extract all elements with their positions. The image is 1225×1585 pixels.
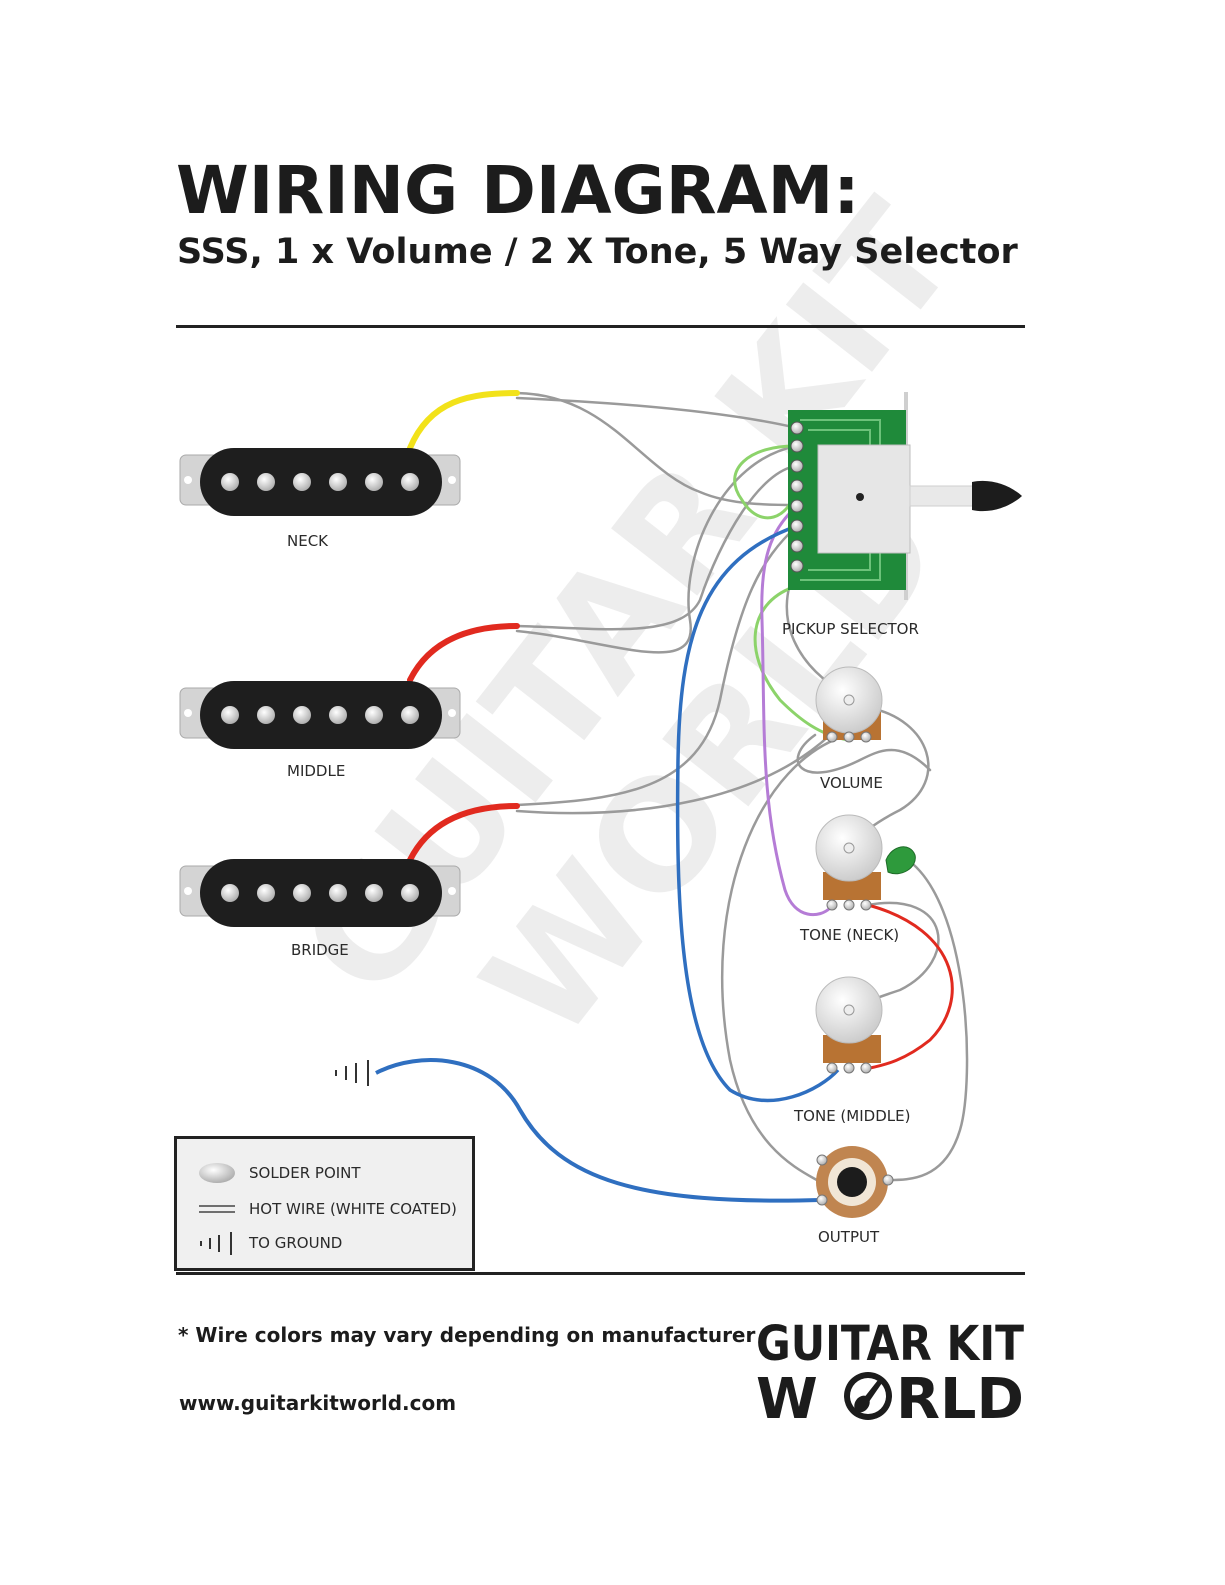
bridge-label: BRIDGE [291,941,349,959]
pickup-selector-label: PICKUP SELECTOR [782,620,919,638]
tone-middle-label: TONE (MIDDLE) [794,1107,910,1125]
neck-label: NECK [287,532,328,550]
logo-line2-rest: RLD [896,1367,1024,1426]
legend-solder-point: SOLDER POINT [197,1161,361,1185]
output-label: OUTPUT [818,1228,879,1246]
legend-ground-label: TO GROUND [249,1234,342,1252]
wire-color-note: * Wire colors may vary depending on manu… [178,1323,755,1347]
logo-line1: GUITAR KIT [756,1316,1024,1372]
middle-red-wire [410,626,517,680]
website-url: www.guitarkitworld.com [179,1391,456,1415]
legend-hot-wire: HOT WIRE (WHITE COATED) [197,1197,457,1221]
ground-icon [197,1231,237,1255]
hot-wire-icon [197,1197,237,1221]
legend-ground: TO GROUND [197,1231,342,1255]
middle-pickup [180,681,460,749]
middle-label: MIDDLE [287,762,345,780]
tone-middle-pot [816,977,882,1073]
neck-yellow-wire [410,393,517,448]
logo-line2-w: W [756,1367,818,1426]
logo-guitar-o-icon [844,1372,892,1420]
pickup-selector [788,392,1022,600]
bottom-divider [176,1272,1025,1275]
solder-point-icon [197,1161,237,1185]
guitar-kit-world-logo: GUITAR KIT W RLD [756,1316,1026,1426]
bridge-red-wire [410,806,517,860]
legend-hot-wire-label: HOT WIRE (WHITE COATED) [249,1200,457,1218]
capacitor [886,847,915,874]
neck-pickup [180,448,460,516]
bridge-pickup [180,859,460,927]
ground-symbol [336,1060,368,1086]
tone-neck-label: TONE (NECK) [800,926,899,944]
tone-neck-pot [816,815,915,910]
legend: SOLDER POINT HOT WIRE (WHITE COATED) TO … [174,1136,475,1271]
volume-pot [816,667,882,742]
legend-solder-label: SOLDER POINT [249,1164,361,1182]
blue-wire-selector [678,526,838,1100]
output-jack [816,1146,893,1218]
volume-label: VOLUME [820,774,883,792]
